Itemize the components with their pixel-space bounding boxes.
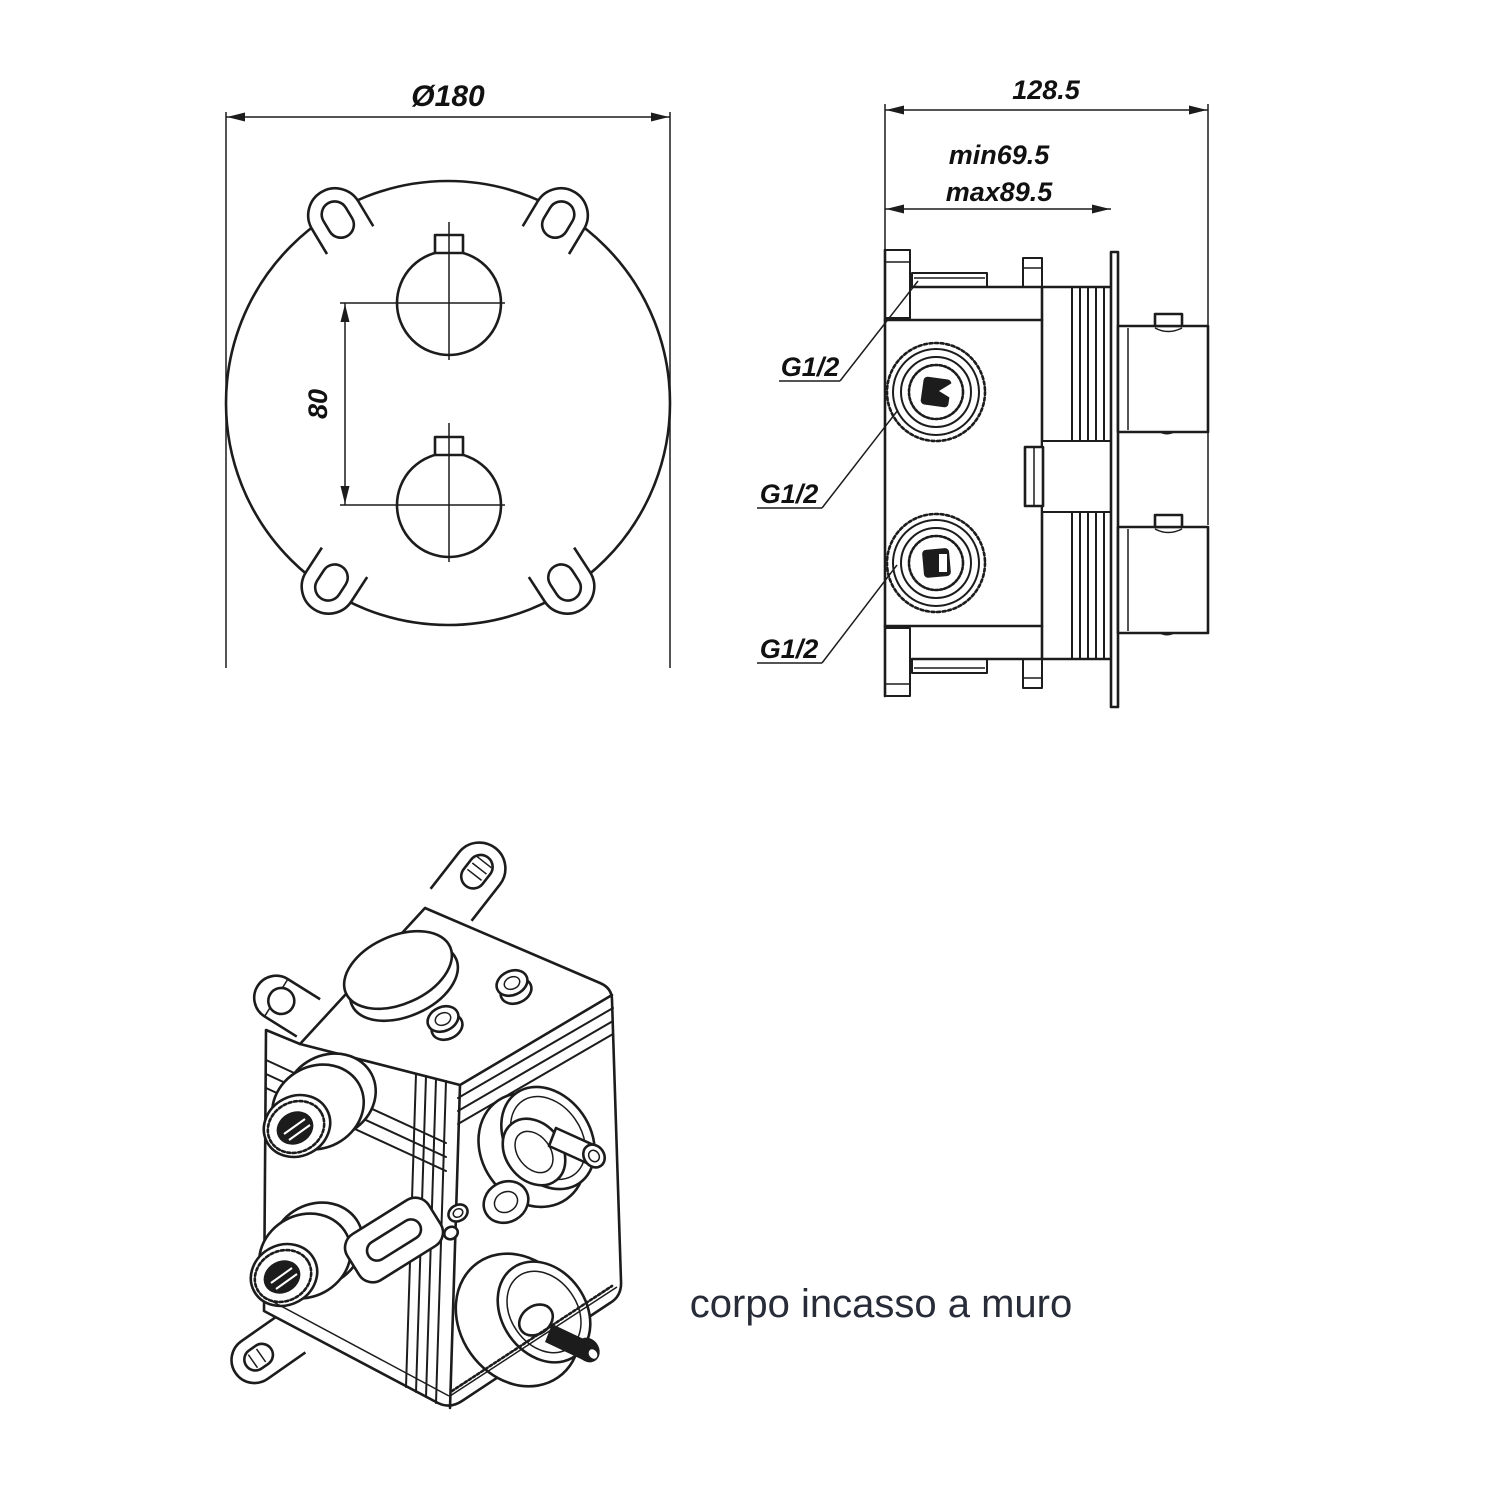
isometric-view [230, 841, 623, 1410]
mounting-ear-bottom-right [527, 546, 606, 626]
handle-bottom-mark [1157, 632, 1177, 636]
arrowhead-up [340, 304, 350, 322]
mounting-ear-top-right [521, 176, 600, 256]
handle-body [1116, 324, 1210, 434]
arrowhead-right [651, 112, 669, 122]
side-max-depth-label: max89.5 [946, 177, 1054, 207]
thread-ring-dark [907, 363, 965, 421]
iso-bottom-rim [265, 1284, 618, 1397]
port-ring-inner [900, 527, 972, 599]
knob-stem-tip [582, 1143, 606, 1169]
knurled-ring [885, 341, 987, 443]
g12-label-middle: G1/2 [760, 479, 819, 509]
side-port-bottom [885, 512, 987, 614]
side-min-depth-label: min69.5 [949, 140, 1051, 170]
drive-slot [939, 554, 947, 572]
iso-knob-top [477, 1085, 606, 1209]
thread-ring-dark [907, 534, 965, 592]
iso-boss-rear [495, 968, 533, 1006]
side-overall-depth-label: 128.5 [1012, 75, 1081, 105]
bottom-mid-tab [1022, 658, 1043, 689]
iso-wrap-band-right [457, 1007, 614, 1125]
arrowhead-left [886, 105, 904, 115]
port-ring-outer [892, 519, 980, 607]
side-view: 128.5 min69.5 max89.5 [757, 75, 1210, 709]
iso-lug-bottom-left [230, 1313, 307, 1385]
arrowhead-left [227, 112, 245, 122]
bottom-cap-slab [911, 658, 988, 674]
iso-knob-bottom [454, 1252, 600, 1388]
iso-ear-top-right [429, 841, 507, 922]
iso-mid-rings [482, 1179, 530, 1225]
front-spacing-label: 80 [303, 389, 333, 419]
square-drive [920, 376, 952, 408]
faceplate-circle [224, 179, 672, 627]
iso-port-bottom [249, 1201, 365, 1308]
wall-flange-plate [1109, 250, 1120, 709]
top-tab [884, 249, 911, 319]
drive-notch [939, 383, 952, 399]
top-mid-tab [1022, 257, 1043, 288]
knurled-ring [885, 512, 987, 614]
iso-top-cap [342, 929, 454, 1011]
arrowhead-right [1092, 204, 1110, 214]
leader-line-middle [821, 409, 899, 509]
iso-port-top [262, 1052, 378, 1159]
handle-bottom-mark [1157, 431, 1177, 435]
drawing-caption: corpo incasso a muro [690, 1282, 1072, 1326]
side-port-top [885, 341, 987, 443]
leader-line-bottom [821, 564, 898, 664]
arrowhead-right [1189, 105, 1207, 115]
arrowhead-left [886, 204, 904, 214]
handle-nub [1153, 513, 1184, 529]
top-cap-slab [911, 272, 988, 288]
g12-label-top: G1/2 [781, 352, 840, 382]
iso-slot-bracket [343, 1196, 445, 1284]
side-handle-bottom [1116, 513, 1210, 636]
iso-ear-left [252, 974, 321, 1038]
front-diameter-label: Ø180 [411, 80, 485, 113]
bottom-tab [884, 627, 911, 697]
mounting-ear-bottom-left [290, 546, 369, 626]
side-handle-top [1116, 312, 1210, 435]
handle-nub [1153, 312, 1184, 328]
mid-block-blank [1043, 442, 1111, 511]
port-ring-inner [900, 356, 972, 428]
iso-small-screws [442, 1203, 469, 1241]
leader-line-top [839, 280, 919, 382]
arrowhead-down [340, 486, 350, 504]
mounting-ear-top-left [296, 176, 375, 256]
handle-body [1116, 525, 1210, 635]
nub-arc [1154, 327, 1183, 333]
g12-label-bottom: G1/2 [760, 634, 819, 664]
port-ring-outer [892, 348, 980, 436]
nub-arc [1154, 528, 1183, 534]
iso-boss-front [426, 1004, 464, 1042]
front-view: Ø180 80 [224, 80, 672, 668]
knob-stem-pin [588, 1349, 598, 1359]
